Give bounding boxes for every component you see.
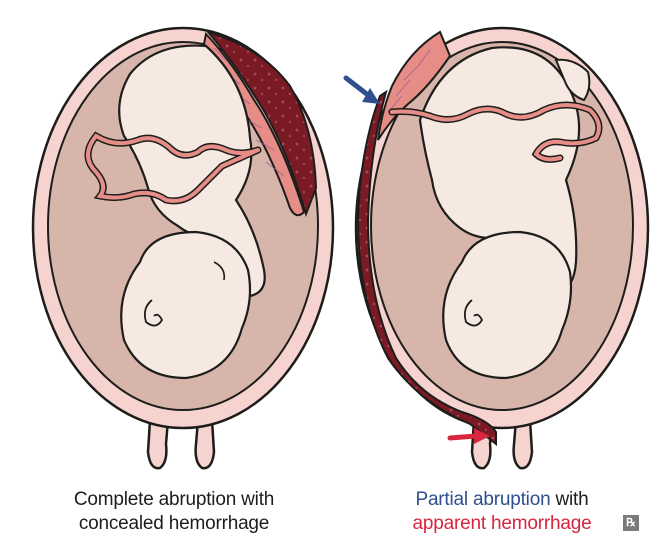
fetus-head: [442, 230, 573, 380]
caption-right-line1: Partial abruption with: [352, 488, 652, 512]
blue-arrow-icon: [343, 75, 380, 104]
concealed-hemorrhage: [205, 30, 318, 218]
red-arrow-icon: [447, 428, 490, 444]
fetus-foot: [554, 58, 591, 102]
caption-right-line1-rest: with: [550, 489, 589, 510]
fetus-head: [120, 230, 252, 380]
rx-logo-icon: ℞: [623, 515, 639, 531]
apparent-hemorrhage: [356, 89, 497, 447]
cervix-right: [512, 418, 534, 470]
caption-partial-abruption-highlight: Partial abruption: [415, 489, 551, 510]
caption-right-line2: apparent hemorrhage: [412, 513, 592, 534]
uterus-complete-abruption: [31, 26, 335, 470]
caption-left-line1: Complete abruption with: [73, 489, 275, 510]
cervix-left: [146, 418, 170, 470]
caption-left-line2: concealed hemorrhage: [78, 513, 270, 534]
caption-partial-abruption: Partial abruption with apparent hemorrha…: [352, 488, 652, 536]
caption-complete-abruption: Complete abruption with concealed hemorr…: [24, 488, 324, 536]
uterus-partial-abruption: [354, 26, 650, 470]
cervix-right: [194, 418, 216, 470]
